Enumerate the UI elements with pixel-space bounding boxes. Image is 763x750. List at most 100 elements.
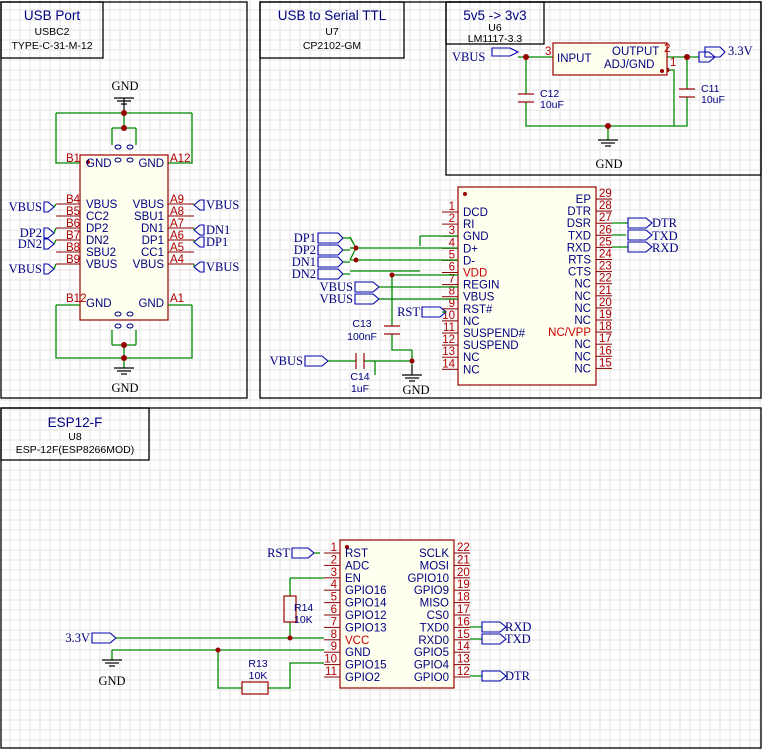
pin-name: DTR: [567, 206, 591, 218]
gnd-symbol-cp2102: GND: [402, 365, 430, 397]
pin-name: GPIO15: [345, 660, 387, 672]
pin-name: RXD: [567, 242, 591, 254]
pin-number: A9: [170, 194, 184, 206]
regulator-ref: U6: [488, 22, 502, 34]
net-label: TXD: [652, 229, 678, 243]
pin-number: 5: [331, 592, 337, 604]
usbc-right-pins: A12GNDA9VBUSA8SBU1A7DN1A6DP1A5CC1A4VBUSA…: [133, 153, 194, 310]
pin-name: RST#: [463, 304, 493, 316]
pin-number: B9: [66, 254, 80, 266]
pin-name: GPIO14: [345, 598, 387, 610]
pin-number: 7: [449, 274, 455, 286]
pin-number: B1: [66, 153, 80, 165]
pin-number: 18: [599, 321, 612, 333]
regulator-part: LM1117-3.3: [468, 33, 523, 45]
pin-name: RST: [345, 548, 368, 560]
pin-name: ADC: [345, 560, 369, 572]
esp-title-block: ESP12-F U8 ESP-12F(ESP8266MOD): [0, 407, 150, 461]
pin-name: NC: [574, 351, 591, 363]
component-value: 10uF: [701, 94, 725, 106]
net-label: DN1: [206, 223, 230, 237]
esp-title: ESP12-F: [48, 415, 103, 430]
pin-number: 3: [545, 46, 551, 58]
usb-port-frame: [0, 1, 248, 399]
net-label: DN2: [18, 237, 42, 251]
resistor-r13: R13 10K: [241, 658, 269, 695]
net-label-3v3-out: 3.3V: [728, 44, 753, 58]
component-value: 1uF: [351, 383, 369, 395]
pin-number: 13: [442, 346, 455, 358]
pin-number: 27: [599, 212, 612, 224]
capacitor-c13: C13 100nF: [347, 318, 400, 343]
pin-number: 17: [457, 604, 470, 616]
pin-name: SCLK: [419, 548, 449, 560]
pin-name: SUSPEND: [463, 340, 519, 352]
pin-number: 22: [599, 273, 612, 285]
cp2102-right-pins: 29EP28DTR27DSR26TXD25RXD24RTS23CTS22NC21…: [548, 188, 612, 375]
pin-number: 18: [457, 592, 470, 604]
pin-number: 9: [449, 298, 455, 310]
pin-number: 14: [442, 358, 455, 370]
pin-name: MISO: [420, 598, 449, 610]
component-value: 10uF: [540, 99, 564, 111]
net-label: VBUS: [320, 280, 353, 294]
pin-number: 21: [599, 285, 612, 297]
esp12f-body: [339, 539, 455, 689]
usb-port-title: USB Port: [24, 8, 81, 23]
pin-name: VBUS: [86, 199, 118, 211]
pin-number: 29: [599, 188, 612, 200]
pin-number: 26: [599, 224, 612, 236]
regulator-title: 5v5 -> 3v3: [463, 8, 526, 23]
gnd-label-esp: GND: [98, 674, 125, 688]
pin-number: 20: [457, 567, 470, 579]
usb-port-ref: USBC2: [34, 26, 69, 38]
gnd-symbol-usb-bottom: GND: [111, 367, 139, 395]
pin-name: GND: [463, 231, 489, 243]
net-label: RXD: [505, 620, 531, 634]
usb-serial-title: USB to Serial TTL: [278, 8, 387, 23]
usb-serial-ref: U7: [325, 26, 339, 38]
pin-number: 25: [599, 236, 612, 248]
pin-name: GPIO16: [345, 585, 387, 597]
pin-name: SBU2: [86, 247, 116, 259]
component-ref: R13: [248, 658, 267, 670]
net-label: DP2: [294, 243, 316, 257]
net-label: DTR: [652, 216, 678, 230]
pin-name: GND: [138, 298, 164, 310]
pin-name: DP2: [86, 223, 108, 235]
pin-name: VDD: [463, 268, 487, 280]
cp2102-rst-net: RST: [397, 305, 447, 319]
pin-name: NC: [574, 279, 591, 291]
esp-right-nets: RXD TXD DTR: [470, 620, 531, 683]
component-ref: R14: [294, 602, 313, 614]
pin-name: NC: [574, 339, 591, 351]
pin-name: REGIN: [463, 280, 499, 292]
pin-number: 19: [457, 579, 470, 591]
pin-number: 7: [331, 616, 337, 628]
component-ref: C14: [350, 371, 369, 383]
pin-number: A5: [170, 242, 184, 254]
pin-number: 28: [599, 200, 612, 212]
pin-name: RI: [463, 219, 475, 231]
pin-number: 8: [449, 286, 455, 298]
